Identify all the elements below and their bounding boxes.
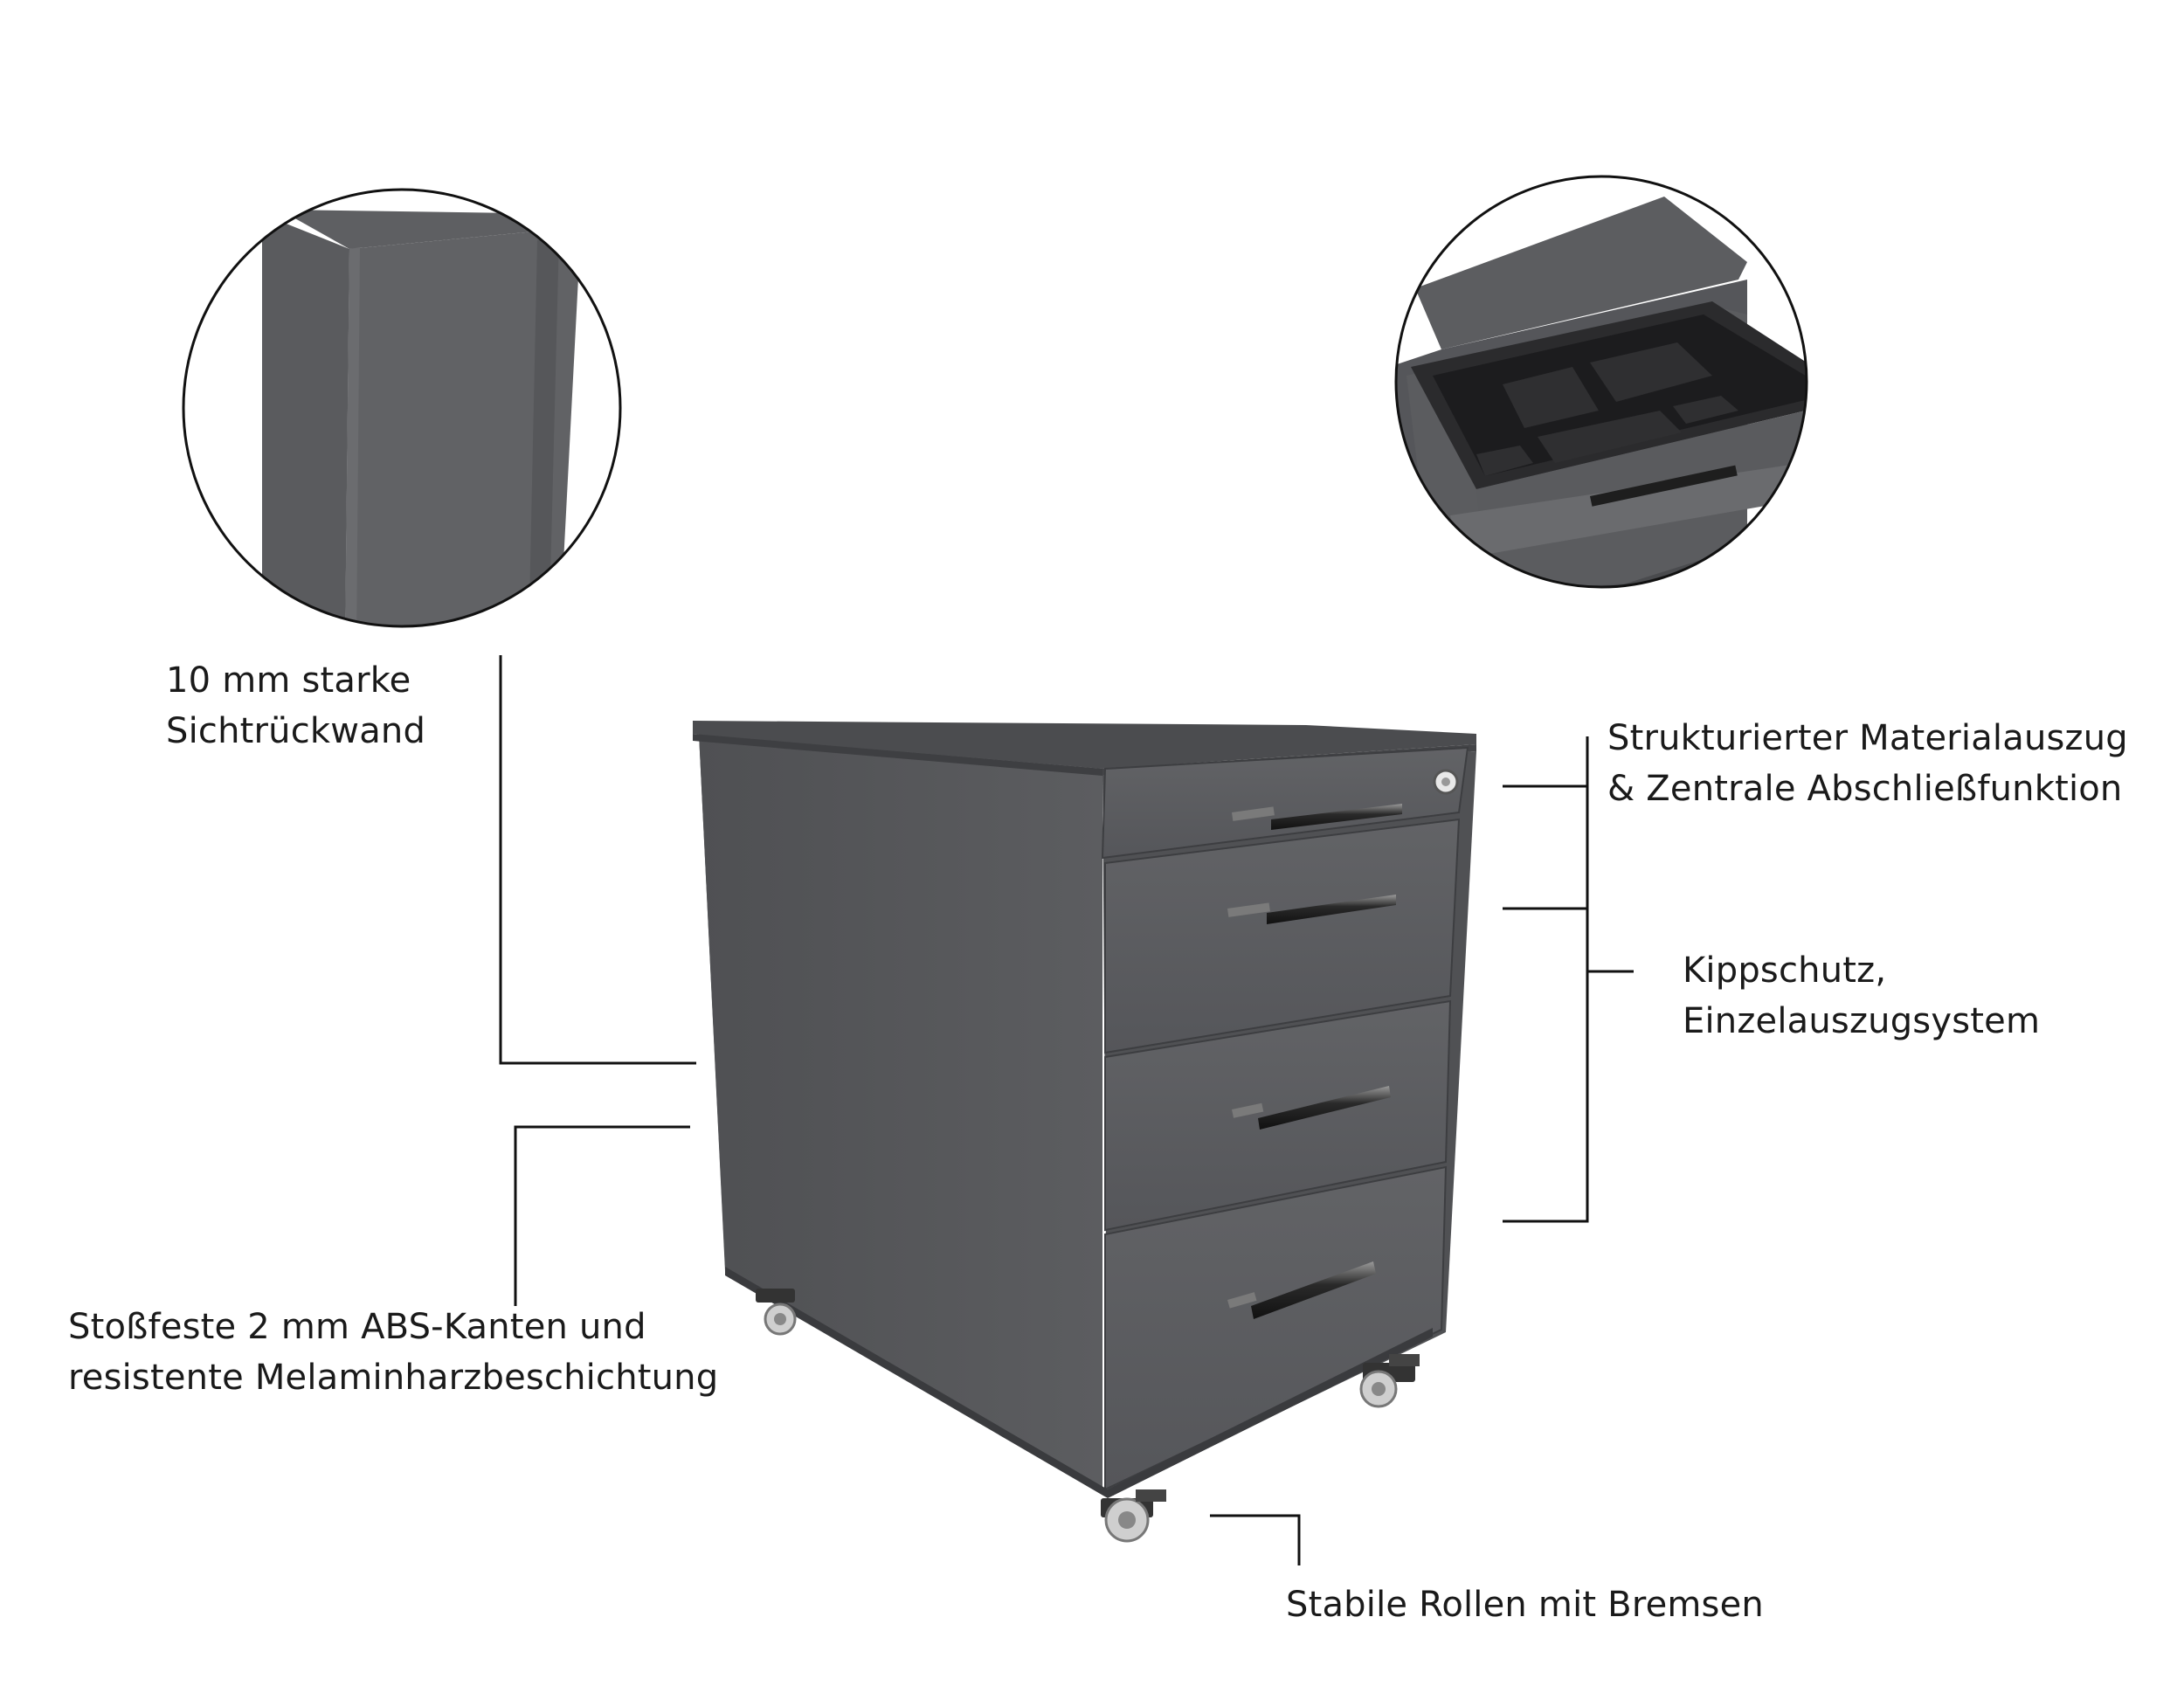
drawer-1[interactable] (1101, 746, 1469, 860)
feature-wheels-line1: Stabile Rollen mit Bremsen (1286, 1585, 1764, 1625)
feature-back-panel: 10 mm starke Sichtrückwand (166, 655, 425, 757)
drawer-handle-detail (1590, 465, 1738, 507)
callout-lines (499, 655, 1634, 1565)
lock-icon-detail (1820, 425, 1841, 446)
feature-edges-line1: Stoßfeste 2 mm ABS-Kanten und (68, 1307, 646, 1347)
drawer-handle-4[interactable] (1227, 1261, 1376, 1319)
feature-edges: Stoßfeste 2 mm ABS-Kanten und resistente… (68, 1302, 718, 1403)
feature-tray: Strukturierter Materialauszug & Zentrale… (1607, 713, 2128, 814)
feature-tray-line2: & Zentrale Abschließfunktion (1607, 769, 2123, 809)
wheel-front-left (1101, 1489, 1166, 1543)
feature-tip-line1: Kippschutz, (1683, 950, 1887, 991)
cabinet (693, 721, 1476, 1543)
feature-edges-line2: resistente Melaminharzbeschichtung (68, 1358, 719, 1398)
feature-tip: Kippschutz, Einzelauszugsystem (1683, 945, 2040, 1047)
brake-icon (1136, 1489, 1166, 1502)
feature-back-panel-line2: Sichtrückwand (166, 711, 426, 751)
feature-wheels: Stabile Rollen mit Bremsen (1286, 1579, 1764, 1630)
callout-edges (514, 1125, 690, 1306)
callout-back-panel (499, 655, 696, 1065)
wheel-back-left (756, 1289, 797, 1336)
drawer-tray-detail (1394, 175, 1841, 589)
drawer-4[interactable] (1104, 1165, 1448, 1491)
drawer-2[interactable] (1104, 818, 1461, 1054)
callout-bracket (1503, 736, 1589, 1223)
feature-back-panel-line1: 10 mm starke (166, 660, 411, 701)
drawer-handle-1[interactable] (1231, 804, 1402, 830)
feature-tray-line1: Strukturierter Materialauszug (1607, 718, 2128, 758)
zoom-circle-left (182, 188, 622, 628)
drawer-handle-2[interactable] (1227, 895, 1396, 924)
back-panel-detail (182, 188, 622, 628)
drawer-handle-3[interactable] (1232, 1086, 1391, 1130)
feature-tip-line2: Einzelauszugsystem (1683, 1001, 2041, 1041)
zoom-circle-right (1394, 175, 1808, 589)
wheel-front-right (1359, 1354, 1420, 1408)
callout-wheels (1210, 1514, 1301, 1565)
cabinet-top (693, 721, 1476, 769)
